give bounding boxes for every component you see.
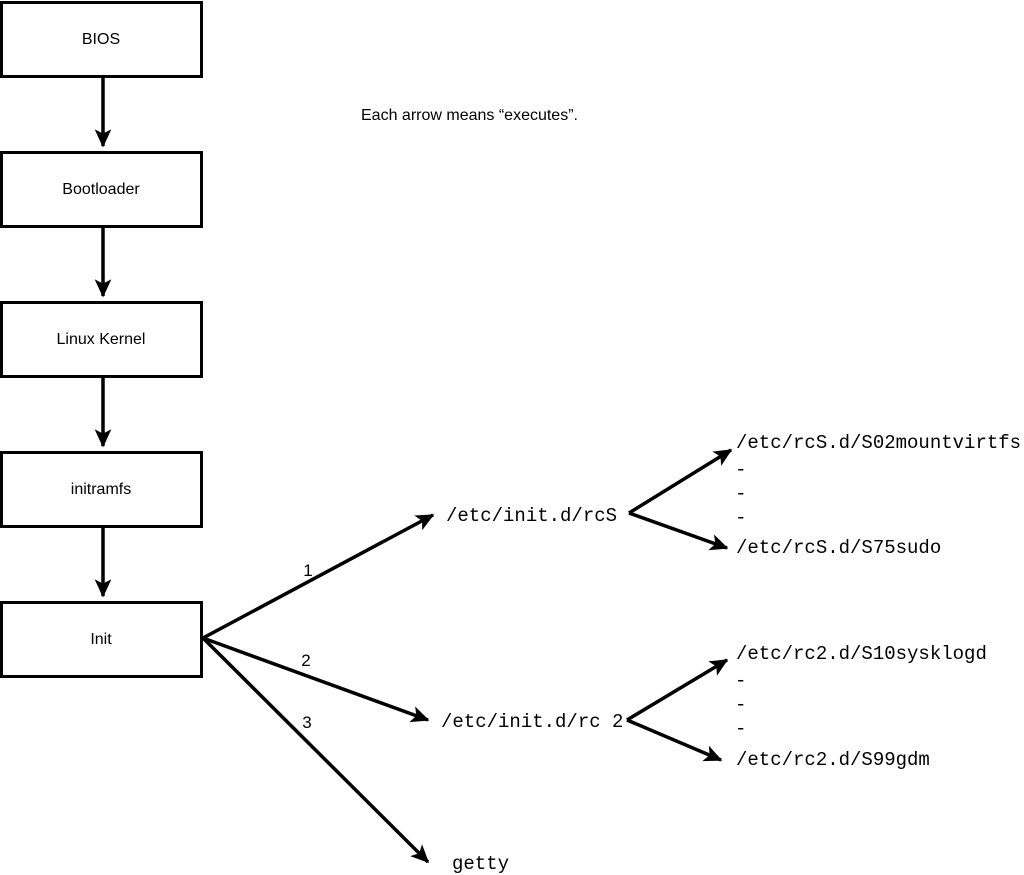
rc2d-ellipsis-dash-3: - — [735, 718, 746, 740]
boot-chain-column: BIOS Bootloader Linux Kernel initramfs I — [0, 1, 203, 678]
arrow-init-to-getty — [201, 636, 430, 864]
node-bootloader-box[interactable] — [0, 151, 203, 228]
branch-number-1: 1 — [303, 561, 312, 580]
branch-number-2: 2 — [301, 651, 310, 670]
node-bios-box[interactable] — [0, 1, 203, 78]
node-initramfs[interactable]: initramfs — [0, 451, 203, 528]
label-etc-initd-rcs: /etc/init.d/rcS — [446, 505, 617, 527]
arrow-rc2-to-last-script — [626, 718, 723, 762]
label-etc-initd-rc2: /etc/init.d/rc 2 — [441, 711, 623, 733]
arrow-init-to-rcs — [202, 513, 435, 640]
arrow-rcs-to-first-script — [628, 448, 733, 515]
init-branch-arrows: 1 2 3 — [201, 513, 435, 864]
rc2d-ellipsis-dash-2: - — [735, 694, 746, 716]
node-initramfs-label: initramfs — [71, 481, 131, 498]
branch-number-3: 3 — [302, 713, 311, 732]
rcsd-ellipsis: - - - — [735, 459, 746, 529]
node-init-box[interactable] — [0, 601, 203, 678]
rcsd-ellipsis-dash-1: - — [735, 459, 746, 481]
node-linux-kernel-box[interactable] — [0, 301, 203, 378]
node-bios-label: BIOS — [82, 31, 120, 48]
node-initramfs-box[interactable] — [0, 451, 203, 528]
arrow-rc2-to-first-script — [626, 658, 729, 722]
node-init-label: Init — [90, 631, 112, 648]
arrow-rcs-to-last-script — [628, 511, 729, 551]
node-bootloader-label: Bootloader — [62, 181, 140, 198]
label-getty: getty — [452, 853, 509, 875]
rcsd-ellipsis-dash-2: - — [735, 483, 746, 505]
rc2d-fanout — [626, 658, 729, 762]
node-init[interactable]: Init — [0, 601, 203, 678]
rcsd-fanout — [628, 448, 733, 551]
label-rcsd-first-script: /etc/rcS.d/S02mountvirtfs — [736, 432, 1021, 454]
caption-executes: Each arrow means “executes”. — [361, 107, 578, 124]
label-rc2d-last-script: /etc/rc2.d/S99gdm — [736, 749, 930, 771]
rc2d-ellipsis-dash-1: - — [735, 670, 746, 692]
node-linux-kernel-label: Linux Kernel — [57, 331, 146, 348]
node-bios[interactable]: BIOS — [0, 1, 203, 78]
node-linux-kernel[interactable]: Linux Kernel — [0, 301, 203, 378]
rcsd-ellipsis-dash-3: - — [735, 507, 746, 529]
node-bootloader[interactable]: Bootloader — [0, 151, 203, 228]
label-rcsd-last-script: /etc/rcS.d/S75sudo — [736, 537, 941, 559]
arrow-init-to-rc2 — [202, 636, 430, 723]
rc2d-ellipsis: - - - — [735, 670, 746, 740]
label-rc2d-first-script: /etc/rc2.d/S10sysklogd — [736, 643, 987, 665]
